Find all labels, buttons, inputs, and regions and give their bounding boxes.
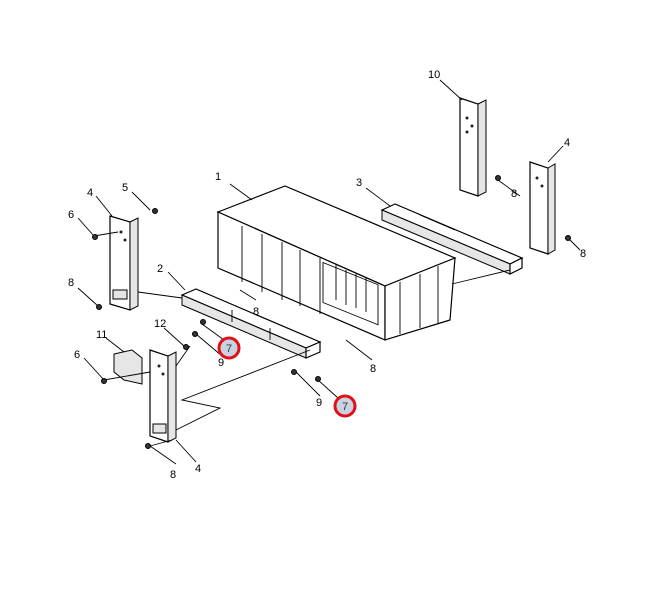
label-8: 8 [370,363,376,375]
label-3: 3 [356,177,362,189]
label-6: 6 [68,209,74,221]
nut-6-icon [92,234,98,240]
label-6: 6 [74,349,80,361]
bracket-part-10 [459,97,487,197]
screw-12-icon [183,344,189,350]
rail-part-2 [180,288,322,359]
part-labels: 1 2 3 4 4 4 5 6 6 8 8 8 8 8 8 9 9 10 11 … [68,69,586,481]
label-8: 8 [170,469,176,481]
label-4: 4 [195,463,201,475]
screw-7-icon [315,376,321,382]
leader-lines [77,79,581,465]
nut-8-icon [565,235,571,241]
callout-7-b[interactable]: 7 [333,394,357,418]
screw-9-icon [192,331,198,337]
callout-7-label: 7 [226,343,232,355]
callout-7-label: 7 [342,401,348,413]
fasteners [92,175,571,449]
rail-part-3 [380,203,524,275]
label-12: 12 [154,318,166,330]
label-8: 8 [580,248,586,260]
bracket-part-4-right [529,161,556,255]
bracket-part-11 [113,349,143,385]
label-10: 10 [428,69,440,81]
bracket-part-4-front [149,349,177,443]
nut-6-icon [101,378,107,384]
label-4: 4 [564,137,570,149]
label-4: 4 [87,187,93,199]
screw-9-icon [291,369,297,375]
label-8: 8 [253,306,259,318]
cabinet-part-1 [216,185,457,341]
screw-7-icon [200,319,206,325]
label-9: 9 [218,357,224,369]
label-5: 5 [122,182,128,194]
label-11: 11 [96,329,107,341]
label-8: 8 [511,188,517,200]
nut-8-icon [495,175,501,181]
nut-8-icon [145,443,151,449]
label-1: 1 [215,171,221,183]
label-9: 9 [316,397,322,409]
label-2: 2 [157,263,163,275]
bracket-part-4-left [109,215,139,311]
screw-5-icon [152,208,158,214]
nut-8-icon [96,304,102,310]
callout-7-a[interactable]: 7 [217,336,241,360]
label-8: 8 [68,277,74,289]
